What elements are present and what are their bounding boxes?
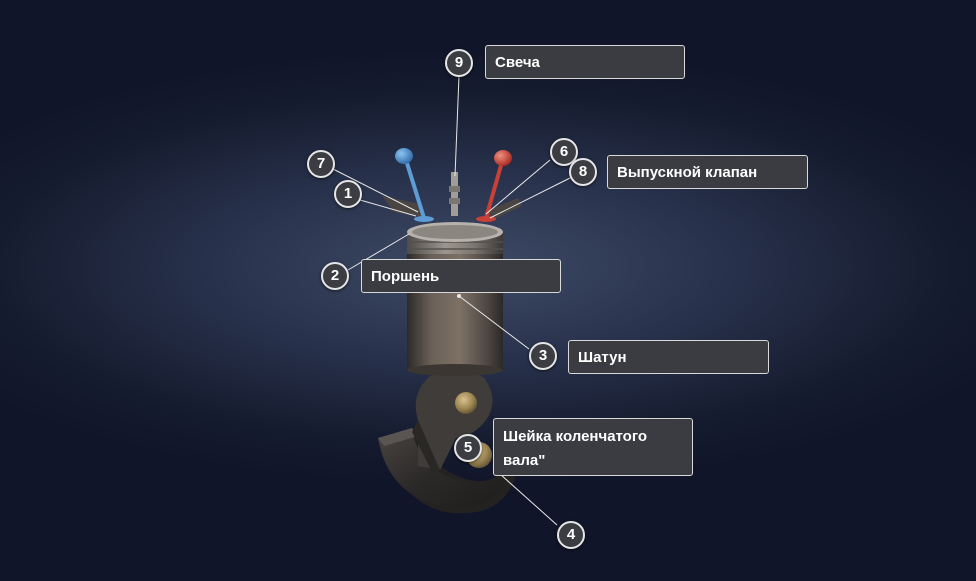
label-piston[interactable]: Поршень	[361, 259, 561, 293]
label-exhaust-valve[interactable]: Выпускной клапан	[607, 155, 808, 189]
label-connecting-rod[interactable]: Шатун	[568, 340, 769, 374]
exhaust-valve-shape	[476, 150, 512, 222]
marker-3[interactable]: 3	[529, 342, 557, 370]
label-crank-journal[interactable]: Шейка коленчатого вала"	[493, 418, 693, 476]
leader-lines	[332, 75, 571, 526]
marker-8[interactable]: 8	[569, 158, 597, 186]
marker-5[interactable]: 5	[454, 434, 482, 462]
marker-2[interactable]: 2	[321, 262, 349, 290]
spark-plug-shape	[449, 172, 460, 216]
marker-9[interactable]: 9	[445, 49, 473, 77]
label-spark-plug[interactable]: Свеча	[485, 45, 685, 79]
intake-valve-shape	[395, 148, 434, 222]
marker-1[interactable]: 1	[334, 180, 362, 208]
marker-7[interactable]: 7	[307, 150, 335, 178]
piston-shape	[407, 222, 503, 376]
marker-4[interactable]: 4	[557, 521, 585, 549]
